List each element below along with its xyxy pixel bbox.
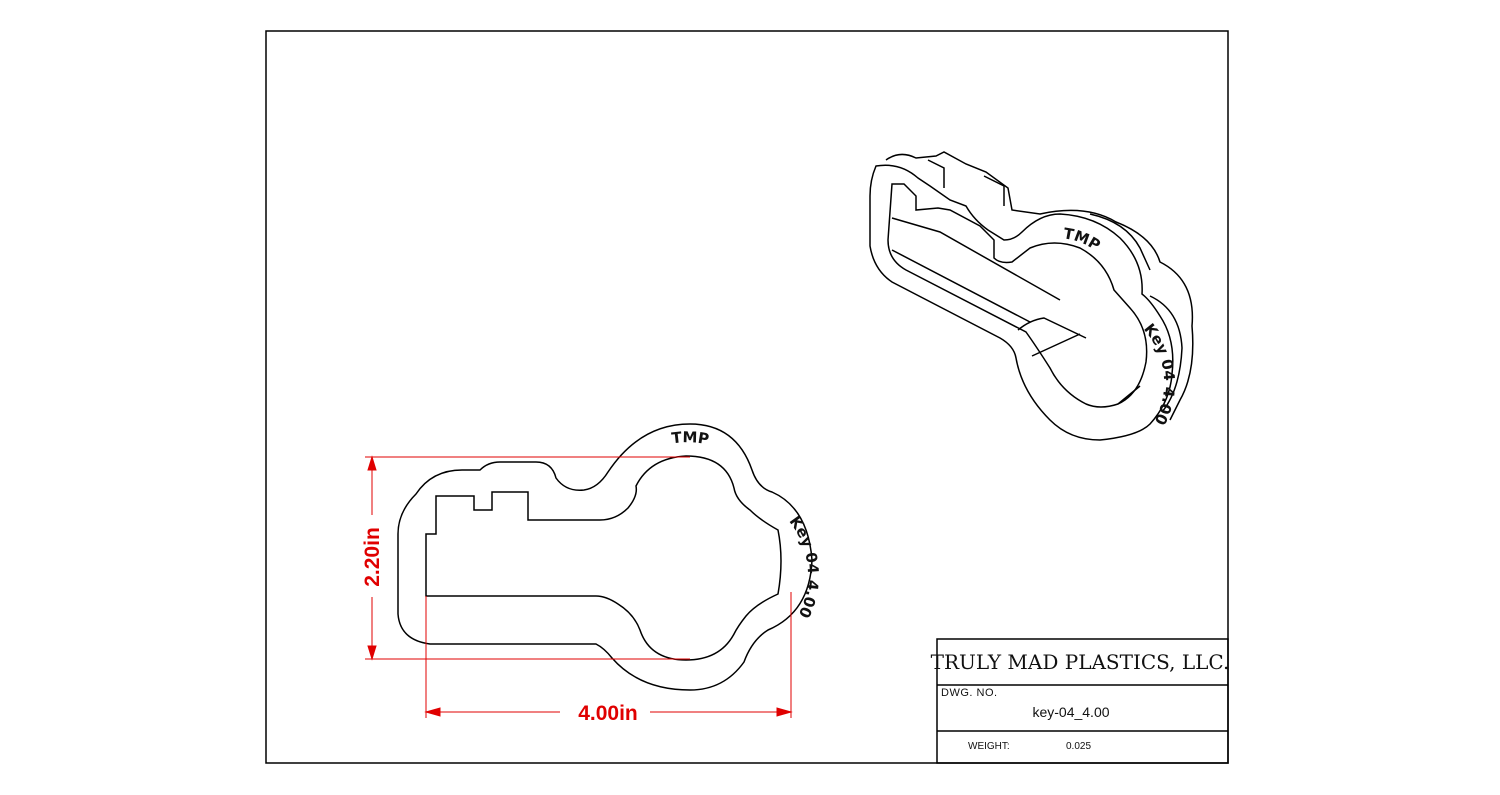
engrave-part-iso: Key 04 4.00: [1140, 320, 1178, 428]
width-label-bg: [560, 700, 650, 724]
front-view: [397, 423, 813, 691]
sheet-border: [265, 30, 1229, 764]
height-label-bg: [360, 515, 384, 597]
height-dimension-label: 2.20in: [361, 527, 384, 587]
outer-outline: [397, 423, 813, 691]
company-name: TRULY MAD PLASTICS, LLC.: [931, 650, 1230, 674]
isometric-view: [869, 151, 1194, 441]
weight-value: 0.025: [1066, 741, 1091, 752]
width-dimension-label: 4.00in: [578, 702, 638, 725]
weight-label: WEIGHT:: [968, 741, 1010, 752]
dwg-no-label: DWG. NO.: [941, 687, 998, 699]
engrave-brand-front: TMP: [671, 428, 711, 448]
inner-outline: [425, 455, 782, 661]
title-block: [936, 638, 1229, 764]
dwg-no-value: key-04_4.00: [1032, 704, 1109, 720]
